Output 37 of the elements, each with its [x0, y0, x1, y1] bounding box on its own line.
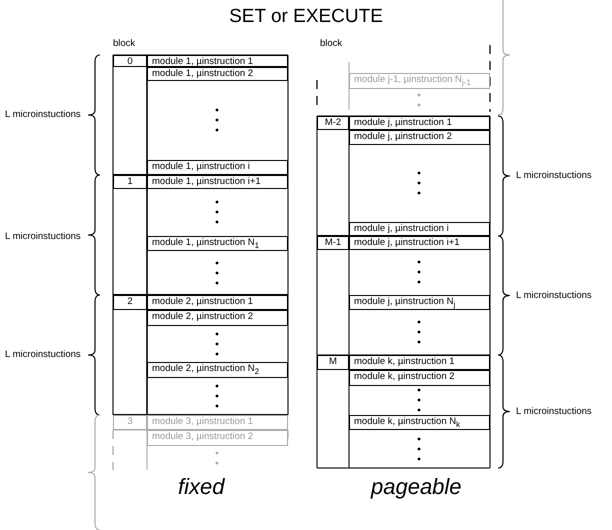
microinstruction-cell: module 1, µinstruction 1	[147, 55, 288, 67]
microinstruction-cell: module j, µinstruction i+1	[349, 236, 490, 250]
microinstruction-cell: module 2, µinstruction 2	[147, 310, 288, 326]
microinstruction-cell: module k, µinstruction 2	[349, 370, 490, 386]
brace-label: L microinstuctions	[516, 406, 592, 417]
microinstruction-cell: module j, µinstruction i	[349, 222, 490, 236]
microinstruction-cell: module j, µinstruction N$_{j}$	[349, 295, 490, 310]
column-header: block	[113, 38, 136, 49]
microinstruction-cell: module 3, µinstruction 1	[147, 415, 288, 430]
brace-label: L microinstuctions	[5, 349, 81, 360]
block-number-cell: M-1	[317, 236, 349, 250]
block-number-cell: 1	[113, 175, 147, 189]
brace-label: L microinstuctions	[5, 109, 81, 120]
block-number-cell: 0	[113, 55, 147, 67]
block-number-cell: M	[317, 355, 349, 370]
microinstruction-cell: module 1, µinstruction i+1	[147, 175, 288, 189]
column-header: block	[320, 38, 342, 49]
microinstruction-cell: module 2, µinstruction N$_{2}$	[147, 362, 288, 378]
block-number-cell: 2	[113, 295, 147, 310]
block-number-cell: 3	[113, 415, 147, 430]
caption: fixed	[178, 474, 224, 500]
microinstruction-cell: module 2, µinstruction 1	[147, 295, 288, 310]
microinstruction-cell: module 1, µinstruction 2	[147, 67, 288, 81]
brace-label: L microinstuctions	[516, 170, 592, 181]
title: SET or EXECUTE	[228, 6, 384, 28]
microinstruction-cell: module k, µinstruction 1	[349, 355, 490, 370]
microinstruction-cell: module 1, µinstruction N$_{1}$	[147, 236, 288, 251]
microinstruction-cell: module k, µinstruction N$_{k}$	[349, 415, 490, 430]
caption: pageable	[371, 474, 462, 500]
brace-label: L microinstuctions	[516, 290, 592, 301]
block-number-cell: M-2	[317, 116, 349, 130]
microinstruction-cell: module 1, µinstruction i	[147, 160, 288, 175]
microinstruction-cell: module 3, µinstruction 2	[147, 430, 288, 446]
microinstruction-cell: module j-1, µinstruction N$_{j-1}$	[349, 73, 490, 89]
brace-label: L microinstuctions	[5, 231, 81, 242]
microinstruction-cell: module j, µinstruction 1	[349, 116, 490, 130]
microinstruction-cell: module j, µinstruction 2	[349, 130, 490, 145]
